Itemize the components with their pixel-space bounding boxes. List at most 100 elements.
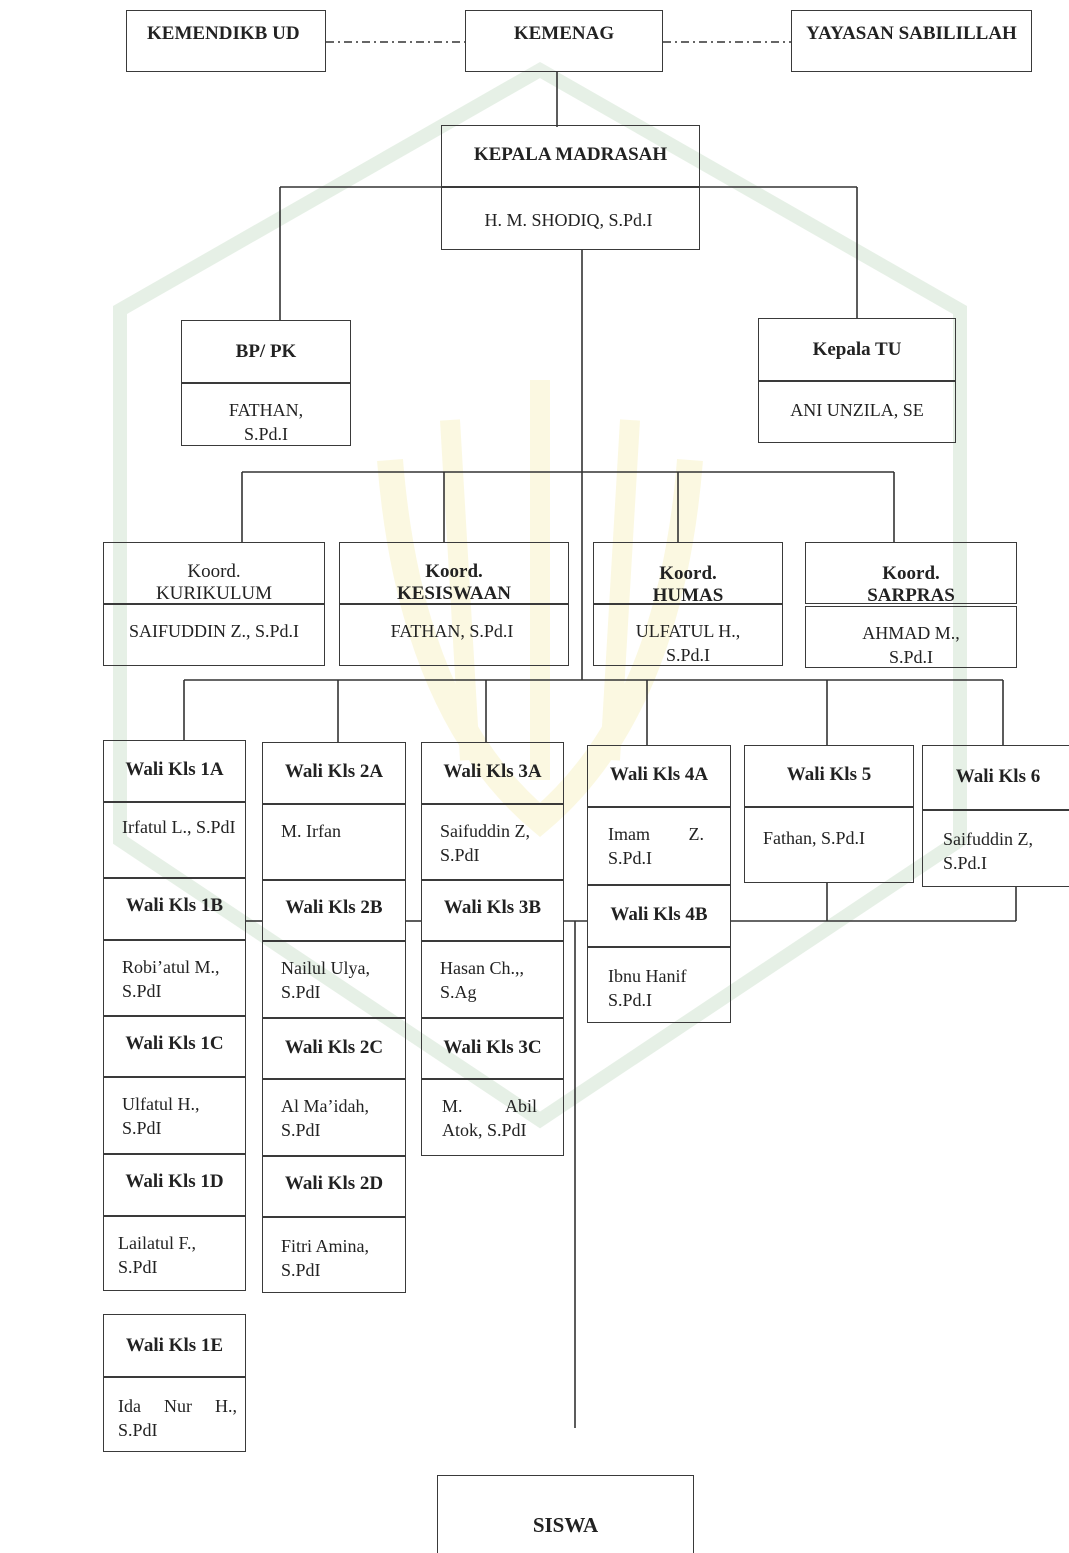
wali-2c-name-box: Al Ma’idah, S.PdI — [262, 1079, 406, 1156]
koord-kesiswaan-title: Koord. KESISWAAN — [396, 561, 512, 604]
bp-name-box: FATHAN, S.Pd.I — [181, 383, 351, 446]
kepala-name-box: H. M. SHODIQ, S.Pd.I — [441, 187, 700, 250]
wali-1d-name-box: Lailatul F., S.PdI — [103, 1216, 246, 1291]
wali-2b-name-box: Nailul Ulya, S.PdI — [262, 941, 406, 1018]
wali-3c-name-box: M. Abil Atok, S.PdI — [421, 1079, 564, 1156]
koord-kurikulum-name-box: SAIFUDDIN Z., S.Pd.I — [103, 604, 325, 666]
wali-2b-title-box: Wali Kls 2B — [262, 880, 406, 941]
wali-4b-title-box: Wali Kls 4B — [587, 885, 731, 947]
wali-1c-title: Wali Kls 1C — [125, 1033, 224, 1054]
wali-1e-name: Ida Nur H., S.PdI — [118, 1396, 237, 1440]
wali-2d-title: Wali Kls 2D — [284, 1173, 384, 1194]
koord-humas-title-box: Koord. HUMAS — [593, 542, 783, 604]
wali-5-title-box: Wali Kls 5 — [744, 745, 914, 807]
kemendikbud-box: KEMENDIKB UD — [126, 10, 326, 72]
siswa-box: SISWA — [437, 1475, 694, 1553]
wali-3b-name: Hasan Ch.,, S.Ag — [440, 958, 524, 1002]
wali-1c-name: Ulfatul H., S.PdI — [122, 1094, 200, 1138]
kemenag-box: KEMENAG — [465, 10, 663, 72]
wali-1b-title: Wali Kls 1B — [125, 895, 224, 916]
koord-kurikulum-title-box: Koord. KURIKULUM — [103, 542, 325, 604]
koord-sarpras-title: Koord. SARPRAS — [867, 563, 955, 604]
wali-3c-title: Wali Kls 3C — [443, 1037, 542, 1058]
wali-3c-name: M. Abil Atok, S.PdI — [442, 1096, 537, 1140]
wali-2b-name: Nailul Ulya, S.PdI — [281, 958, 370, 1002]
wali-2c-title-box: Wali Kls 2C — [262, 1018, 406, 1079]
wali-4a-name-box: Imam Z. S.Pd.I — [587, 807, 731, 885]
tu-name-box: ANI UNZILA, SE — [758, 381, 956, 443]
wali-1a-title: Wali Kls 1A — [125, 759, 224, 780]
wali-1d-title: Wali Kls 1D — [125, 1171, 224, 1192]
wali-5-name-box: Fathan, S.Pd.I — [744, 807, 914, 883]
wali-2a-title: Wali Kls 2A — [284, 761, 384, 782]
wali-4a-title: Wali Kls 4A — [609, 764, 709, 785]
wali-1d-name: Lailatul F., S.PdI — [118, 1233, 197, 1277]
wali-1c-title-box: Wali Kls 1C — [103, 1016, 246, 1077]
wali-1b-name: Robi’atul M., S.PdI — [122, 957, 220, 1001]
wali-5-title: Wali Kls 5 — [786, 764, 872, 785]
wali-3a-name: Saifuddin Z, S.PdI — [440, 821, 530, 865]
kemendikbud-label: KEMENDIKB UD — [147, 23, 300, 44]
wali-6-title-box: Wali Kls 6 — [922, 745, 1069, 810]
koord-sarpras-name-box: AHMAD M., S.Pd.I — [805, 606, 1017, 668]
wali-3a-name-box: Saifuddin Z, S.PdI — [421, 804, 564, 880]
koord-kesiswaan-name-box: FATHAN, S.Pd.I — [339, 604, 569, 666]
wali-3b-name-box: Hasan Ch.,, S.Ag — [421, 941, 564, 1018]
yayasan-box: YAYASAN SABILILLAH — [791, 10, 1032, 72]
tu-title-box: Kepala TU — [758, 318, 956, 381]
wali-4b-name: Ibnu Hanif S.Pd.I — [608, 966, 687, 1010]
wali-4a-name: Imam Z. S.Pd.I — [608, 824, 704, 868]
wali-1a-name-box: Irfatul L., S.PdI — [103, 802, 246, 878]
wali-2a-name: M. Irfan — [281, 821, 341, 841]
wali-3b-title-box: Wali Kls 3B — [421, 880, 564, 941]
wali-1e-title: Wali Kls 1E — [125, 1335, 224, 1356]
wali-4a-title-box: Wali Kls 4A — [587, 745, 731, 807]
wali-6-name: Saifuddin Z, S.Pd.I — [943, 829, 1033, 873]
wali-1a-title-box: Wali Kls 1A — [103, 740, 246, 802]
siswa-label: SISWA — [532, 1513, 599, 1537]
koord-humas-name-box: ULFATUL H., S.Pd.I — [593, 604, 783, 666]
wali-1b-title-box: Wali Kls 1B — [103, 878, 246, 940]
koord-humas-title: Koord. HUMAS — [652, 563, 724, 604]
wali-1b-name-box: Robi’atul M., S.PdI — [103, 940, 246, 1016]
wali-3b-title: Wali Kls 3B — [443, 897, 542, 918]
wali-5-name: Fathan, S.Pd.I — [763, 828, 866, 848]
wali-2c-name: Al Ma’idah, S.PdI — [281, 1096, 369, 1140]
koord-kurikulum-name: SAIFUDDIN Z., S.Pd.I — [128, 621, 299, 641]
wali-6-name-box: Saifuddin Z, S.Pd.I — [922, 810, 1069, 887]
wali-2b-title: Wali Kls 2B — [285, 897, 383, 918]
wali-3a-title: Wali Kls 3A — [443, 761, 542, 782]
kepala-title-box: KEPALA MADRASAH — [441, 125, 700, 187]
koord-kurikulum-title: Koord. KURIKULUM — [155, 561, 273, 604]
wali-2c-title: Wali Kls 2C — [284, 1037, 384, 1058]
wali-1d-title-box: Wali Kls 1D — [103, 1154, 246, 1216]
wali-2a-name-box: M. Irfan — [262, 804, 406, 880]
koord-sarpras-title-box: Koord. SARPRAS — [805, 542, 1017, 604]
wali-3a-title-box: Wali Kls 3A — [421, 742, 564, 804]
koord-kesiswaan-title-box: Koord. KESISWAAN — [339, 542, 569, 604]
wali-2a-title-box: Wali Kls 2A — [262, 742, 406, 804]
wali-6-title: Wali Kls 6 — [955, 766, 1041, 787]
wali-2d-name-box: Fitri Amina, S.PdI — [262, 1217, 406, 1293]
wali-1c-name-box: Ulfatul H., S.PdI — [103, 1077, 246, 1154]
koord-sarpras-name: AHMAD M., S.Pd.I — [862, 623, 960, 667]
koord-humas-name: ULFATUL H., S.Pd.I — [635, 621, 741, 665]
bp-title-box: BP/ PK — [181, 320, 351, 383]
wali-1e-title-box: Wali Kls 1E — [103, 1314, 246, 1377]
wali-4b-name-box: Ibnu Hanif S.Pd.I — [587, 947, 731, 1023]
kepala-title: KEPALA MADRASAH — [473, 144, 668, 165]
bp-title: BP/ PK — [235, 341, 297, 362]
wali-4b-title: Wali Kls 4B — [610, 904, 708, 925]
wali-1a-name: Irfatul L., S.PdI — [122, 817, 236, 837]
wali-1e-name-box: Ida Nur H., S.PdI — [103, 1377, 246, 1452]
koord-kesiswaan-name: FATHAN, S.Pd.I — [390, 621, 514, 641]
wali-2d-title-box: Wali Kls 2D — [262, 1156, 406, 1217]
kemenag-label: KEMENAG — [513, 23, 615, 44]
kepala-name: H. M. SHODIQ, S.Pd.I — [484, 210, 653, 230]
tu-title: Kepala TU — [812, 339, 902, 360]
bp-name: FATHAN, S.Pd.I — [228, 400, 304, 444]
yayasan-label: YAYASAN SABILILLAH — [806, 23, 1017, 44]
wali-2d-name: Fitri Amina, S.PdI — [281, 1236, 370, 1280]
